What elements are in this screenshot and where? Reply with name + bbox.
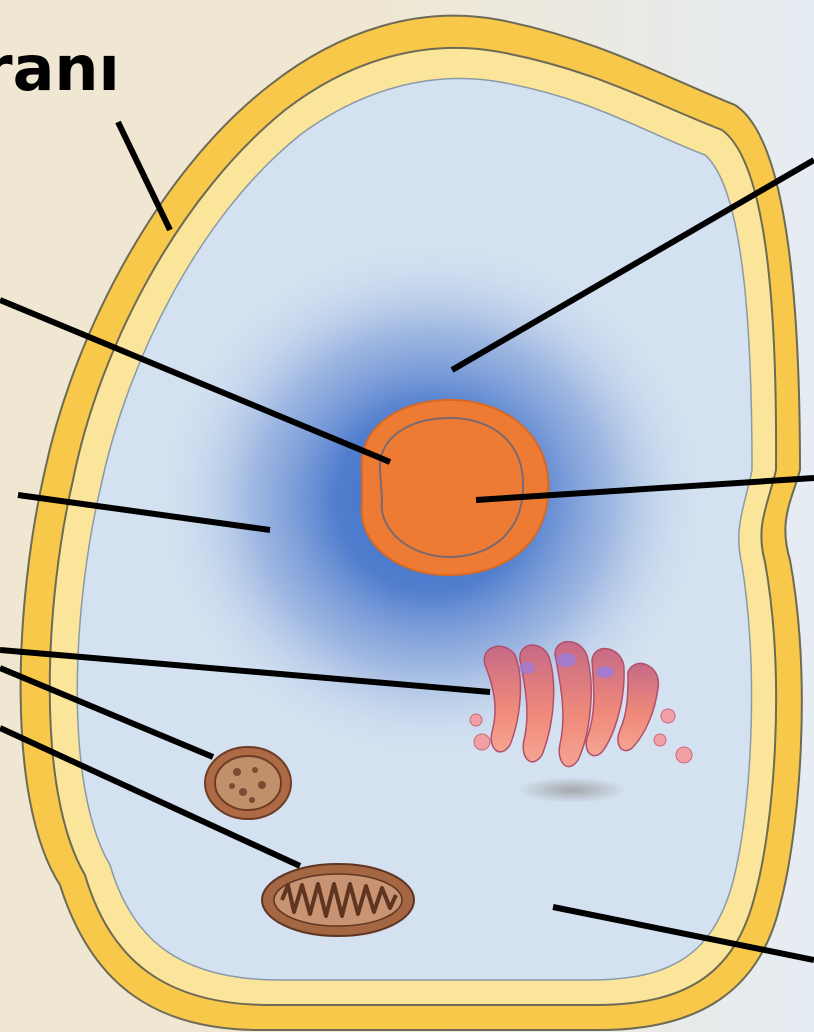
membrane-label-text: ranı [0,32,120,105]
vesicle-icon [205,747,291,819]
leader-line-cell-membrane [118,122,170,230]
mitochondrion-icon [262,864,414,936]
nucleus-icon [362,400,549,575]
cell-membrane-label: ranı [0,38,120,100]
